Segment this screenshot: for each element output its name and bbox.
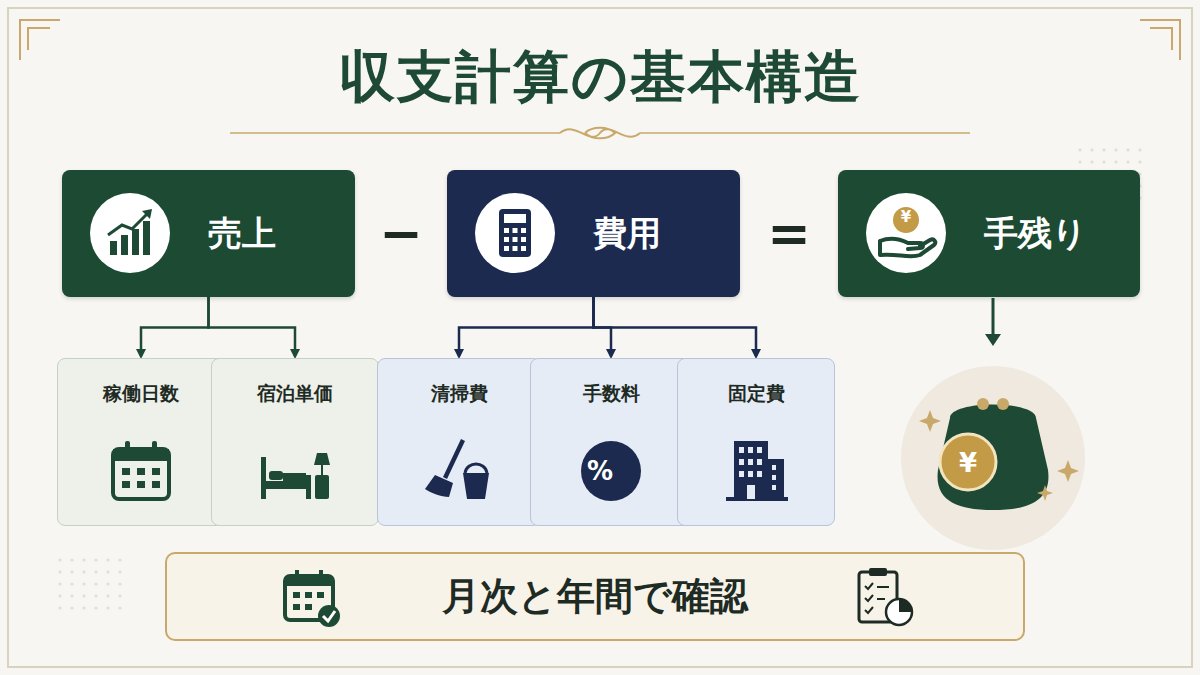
branch-connector (594, 297, 757, 356)
sparkle (1037, 485, 1053, 501)
branch-connector (459, 297, 594, 356)
factor-box: 稼働日数 (57, 358, 225, 526)
node-text: 清掃費 (378, 381, 540, 407)
building-icon (720, 435, 792, 507)
factor-box: 宿泊単価 (211, 358, 379, 526)
yen-symbol: ¥ (901, 210, 911, 225)
leader-arrow (992, 298, 995, 336)
title: 収支計算の基本構造 (0, 40, 1200, 116)
wallet-coin (940, 434, 996, 490)
check-band: 月次と年間で確認 (165, 552, 1025, 641)
wallet-clasp (997, 398, 1009, 410)
cost-item-box: 清掃費 (377, 358, 541, 526)
wallet-clasp (977, 398, 989, 410)
dot-texture (58, 148, 1141, 609)
calc-icon (475, 193, 555, 273)
node-text: 稼働日数 (58, 381, 224, 407)
wallet-body (938, 405, 1049, 511)
node-text: 費用 (593, 211, 661, 257)
wallet-circle (901, 366, 1085, 550)
title-rule (230, 132, 560, 134)
node-text: 固定費 (678, 381, 834, 407)
cost-item-box: 固定費 (677, 358, 835, 526)
bed-icon (259, 435, 331, 507)
yen-symbol: ¥ (959, 450, 977, 476)
branch-connector (141, 297, 209, 356)
minus-operator: − (379, 207, 423, 259)
net-box: 手残り (838, 170, 1140, 297)
branch-connector (209, 297, 296, 356)
corner-ornament (1140, 20, 1180, 60)
revenue-box: 売上 (62, 170, 355, 297)
sparkle (1057, 460, 1079, 482)
cost-box: 費用 (447, 170, 740, 297)
node-text: 月次と年間で確認 (442, 571, 748, 622)
title-ornament (560, 128, 640, 139)
node-text: 売上 (208, 211, 276, 257)
broom-icon (423, 435, 495, 507)
hand-icon (866, 193, 946, 273)
chart-icon (90, 193, 170, 273)
leader-arrowhead (985, 334, 1001, 346)
node-text: 宿泊単価 (212, 381, 378, 407)
calendar-icon (105, 435, 177, 507)
title-rule (640, 132, 970, 134)
cost-item-box: 手数料 (530, 358, 692, 526)
corner-ornament (20, 20, 60, 60)
node-text: 手数料 (531, 381, 691, 407)
percent-symbol: % (587, 458, 613, 484)
sparkle (919, 410, 941, 432)
node-text: 手残り (984, 211, 1087, 257)
equals-operator: = (767, 207, 811, 259)
